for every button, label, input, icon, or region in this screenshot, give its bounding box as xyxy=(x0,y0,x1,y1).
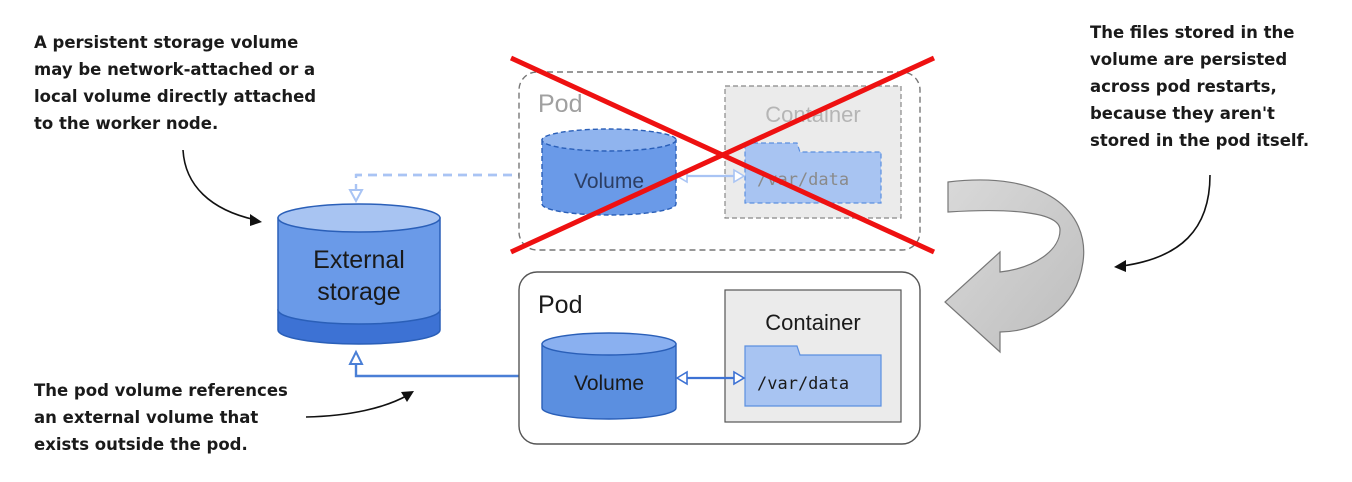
external-storage: External storage xyxy=(277,203,441,345)
old-connector-arrowhead xyxy=(348,189,364,204)
annotation-line: exists outside the pod. xyxy=(34,435,248,454)
new-connector xyxy=(348,349,542,378)
new-mount-path: /var/data xyxy=(757,374,849,394)
old-folder xyxy=(744,142,882,204)
annotation-top-right: The files stored in the volume are persi… xyxy=(1090,23,1309,150)
new-pod: Pod Volume Container /var/data xyxy=(518,271,921,445)
new-container-label: Container xyxy=(765,310,860,335)
old-volume-label: Volume xyxy=(574,170,644,193)
storage-label-line-1: External xyxy=(313,246,405,274)
old-volume-body xyxy=(541,139,677,216)
restart-arrow xyxy=(944,179,1085,354)
pointer-top-right xyxy=(1121,174,1211,267)
annotation-line: to the worker node. xyxy=(34,114,218,133)
annotation-line: stored in the pod itself. xyxy=(1090,131,1309,150)
annotation-line: The files stored in the xyxy=(1090,23,1294,42)
annotation-line: local volume directly attached xyxy=(34,87,316,106)
pointer-top-right-head xyxy=(1114,260,1126,272)
annotation-bottom-left: The pod volume references an external vo… xyxy=(34,381,288,454)
new-pod-label: Pod xyxy=(538,291,582,319)
new-volume-body xyxy=(541,343,677,420)
cross-line-2 xyxy=(509,55,936,255)
annotation-line: may be network-attached or a xyxy=(34,60,315,79)
new-connector-arrowhead xyxy=(348,349,364,365)
annotation-line: volume are persisted xyxy=(1090,50,1287,69)
annotation-line: A persistent storage volume xyxy=(34,33,298,52)
new-volume-top xyxy=(541,332,677,356)
pointer-bottom-left xyxy=(305,394,409,418)
old-mount-path: /var/data xyxy=(757,170,849,190)
old-volume-top xyxy=(541,128,677,152)
annotation-top-left: A persistent storage volume may be netwo… xyxy=(34,33,316,133)
annotation-line: an external volume that xyxy=(34,408,258,427)
old-pod-label: Pod xyxy=(538,90,582,118)
pointer-bottom-left-head xyxy=(401,391,414,402)
storage-label-line-2: storage xyxy=(317,278,400,306)
annotation-line: across pod restarts, xyxy=(1090,77,1277,96)
new-folder xyxy=(744,345,882,407)
storage-body xyxy=(277,217,441,325)
pointer-top-left-head xyxy=(250,214,262,226)
annotation-line: because they aren't xyxy=(1090,104,1275,123)
old-pod: Pod Volume Container /var/data xyxy=(509,55,936,255)
old-connector xyxy=(354,173,542,194)
storage-top xyxy=(277,203,441,233)
annotation-line: The pod volume references xyxy=(34,381,288,400)
new-volume-label: Volume xyxy=(574,372,644,395)
annotation-pointers xyxy=(182,149,1211,418)
pointer-top-left xyxy=(182,149,257,221)
